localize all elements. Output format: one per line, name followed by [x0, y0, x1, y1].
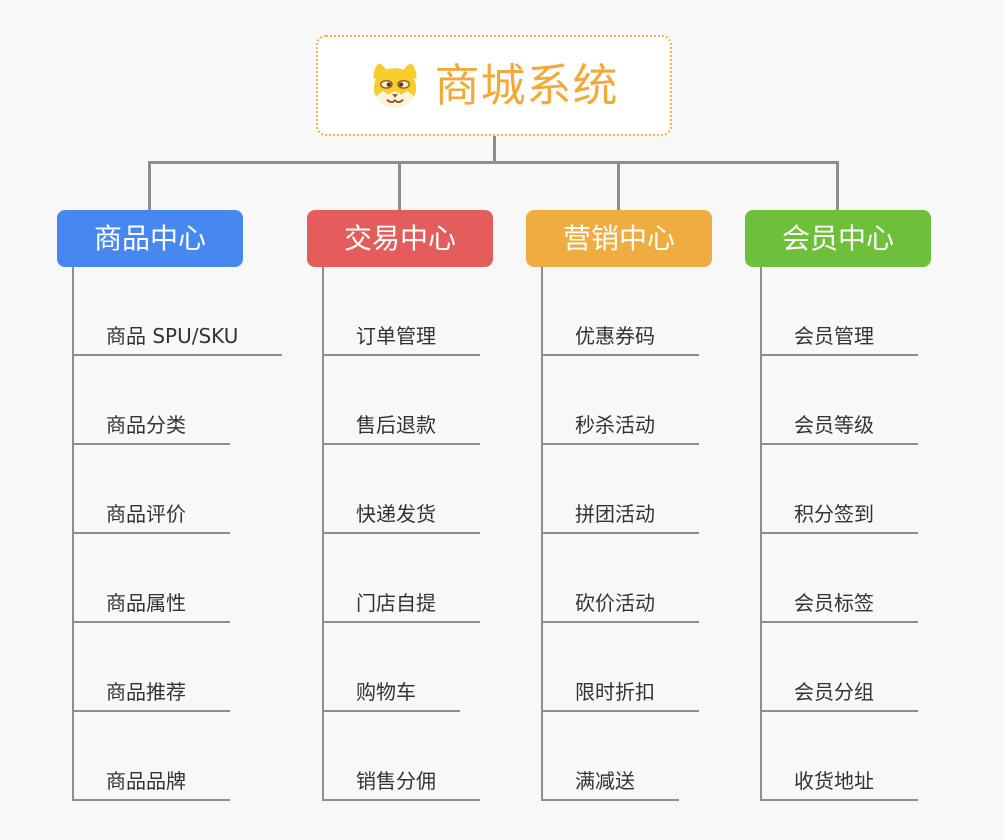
leaf-node[interactable]: 秒杀活动 — [543, 412, 699, 445]
leaf-node[interactable]: 商品推荐 — [74, 679, 230, 712]
connector-root-stem — [493, 136, 496, 164]
leaf-item: 商品评价 — [74, 445, 282, 534]
leaf-node[interactable]: 门店自提 — [324, 590, 480, 623]
leaf-node[interactable]: 会员管理 — [762, 323, 918, 356]
connector-horizontal — [148, 161, 839, 164]
leaf-item: 优惠券码 — [543, 267, 699, 356]
leaf-item: 快递发货 — [324, 445, 480, 534]
leaf-node[interactable]: 购物车 — [324, 679, 460, 712]
leaf-item: 拼团活动 — [543, 445, 699, 534]
leaf-node[interactable]: 售后退款 — [324, 412, 480, 445]
connector-drop-trade — [398, 161, 401, 210]
subtree-product-center: 商品 SPU/SKU 商品分类 商品评价 商品属性 商品推荐 商品品牌 — [72, 267, 283, 801]
connector-drop-product — [148, 161, 151, 210]
leaf-node[interactable]: 销售分佣 — [324, 768, 480, 801]
leaf-node[interactable]: 商品评价 — [74, 501, 230, 534]
leaf-node[interactable]: 快递发货 — [324, 501, 480, 534]
leaf-node[interactable]: 砍价活动 — [543, 590, 699, 623]
subtree-member-center: 会员管理 会员等级 积分签到 会员标签 会员分组 收货地址 — [760, 267, 918, 801]
leaf-item: 商品属性 — [74, 534, 282, 623]
leaf-item: 订单管理 — [324, 267, 480, 356]
leaf-node[interactable]: 商品属性 — [74, 590, 230, 623]
leaf-item: 购物车 — [324, 623, 480, 712]
leaf-node[interactable]: 收货地址 — [762, 768, 918, 801]
branch-node-member-center[interactable]: 会员中心 — [745, 210, 931, 267]
leaf-node[interactable]: 订单管理 — [324, 323, 480, 356]
leaf-node[interactable]: 商品品牌 — [74, 768, 230, 801]
leaf-item: 商品品牌 — [74, 712, 282, 801]
connector-drop-marketing — [617, 161, 620, 210]
leaf-node[interactable]: 商品 SPU/SKU — [74, 323, 283, 356]
branch-node-marketing-center[interactable]: 营销中心 — [526, 210, 712, 267]
leaf-node[interactable]: 会员分组 — [762, 679, 918, 712]
leaf-item: 商品分类 — [74, 356, 282, 445]
leaf-item: 门店自提 — [324, 534, 480, 623]
shiba-dog-icon — [369, 62, 421, 110]
leaf-item: 会员管理 — [762, 267, 918, 356]
leaf-item: 砍价活动 — [543, 534, 699, 623]
connector-drop-member — [836, 161, 839, 210]
root-node[interactable]: 商城系统 — [316, 35, 672, 136]
leaf-item: 商品推荐 — [74, 623, 282, 712]
leaf-item: 收货地址 — [762, 712, 918, 801]
leaf-item: 秒杀活动 — [543, 356, 699, 445]
leaf-node[interactable]: 满减送 — [543, 768, 679, 801]
leaf-item: 限时折扣 — [543, 623, 699, 712]
leaf-node[interactable]: 积分签到 — [762, 501, 918, 534]
branch-node-product-center[interactable]: 商品中心 — [57, 210, 243, 267]
leaf-item: 积分签到 — [762, 445, 918, 534]
leaf-item: 售后退款 — [324, 356, 480, 445]
leaf-node[interactable]: 会员等级 — [762, 412, 918, 445]
leaf-item: 会员分组 — [762, 623, 918, 712]
root-title: 商城系统 — [434, 59, 619, 112]
leaf-item: 销售分佣 — [324, 712, 480, 801]
subtree-trade-center: 订单管理 售后退款 快递发货 门店自提 购物车 销售分佣 — [322, 267, 480, 801]
leaf-item: 商品 SPU/SKU — [74, 267, 283, 356]
leaf-item: 会员标签 — [762, 534, 918, 623]
leaf-node[interactable]: 限时折扣 — [543, 679, 699, 712]
subtree-marketing-center: 优惠券码 秒杀活动 拼团活动 砍价活动 限时折扣 满减送 — [541, 267, 699, 801]
branch-node-trade-center[interactable]: 交易中心 — [307, 210, 493, 267]
leaf-item: 会员等级 — [762, 356, 918, 445]
leaf-node[interactable]: 商品分类 — [74, 412, 230, 445]
leaf-item: 满减送 — [543, 712, 699, 801]
leaf-node[interactable]: 优惠券码 — [543, 323, 699, 356]
leaf-node[interactable]: 会员标签 — [762, 590, 918, 623]
leaf-node[interactable]: 拼团活动 — [543, 501, 699, 534]
